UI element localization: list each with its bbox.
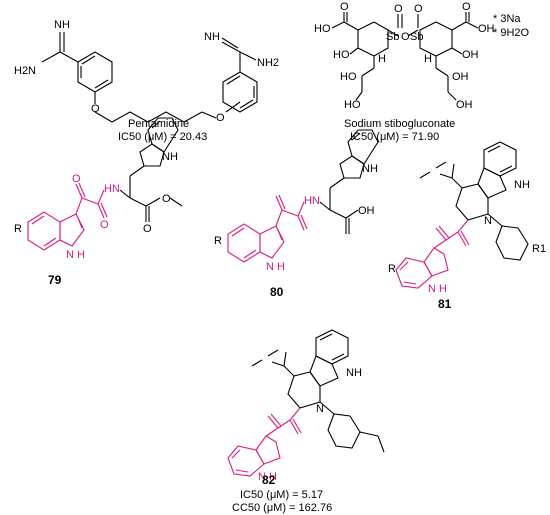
c79-nh-trp: NH — [162, 151, 178, 163]
stib-oh-2: OH — [462, 49, 479, 61]
c80-nh-trp: NH — [362, 163, 378, 175]
c79-o-4: O — [162, 193, 171, 205]
compound-82-structure — [227, 329, 385, 477]
pentamidine-h2n-left: H2N — [14, 65, 36, 77]
c80-oh: OH — [358, 205, 375, 217]
stib-oh-4: OH — [456, 99, 473, 111]
stib-salt-water: * 9H2O — [493, 27, 530, 39]
stib-oh-3: OH — [452, 71, 469, 83]
stib-sb-left: Sb — [386, 31, 399, 43]
stib-o-3: O — [414, 3, 423, 15]
compound-81-structure — [395, 141, 529, 289]
compound-79-structure — [27, 117, 183, 251]
c79-o-2: O — [100, 219, 109, 231]
stib-salt-na: * 3Na — [493, 13, 521, 25]
c79-o-3: O — [143, 223, 152, 235]
stib-h-right: H — [424, 53, 432, 65]
c81-nh-indole: N H — [428, 283, 447, 295]
c80-hn-amide: HN — [304, 195, 320, 207]
c82-cc50: CC50 (μM) = 162.76 — [232, 502, 332, 514]
stib-ho-3: HO — [340, 71, 357, 83]
c81-label: 81 — [438, 297, 452, 311]
compound-80-structure — [227, 129, 379, 263]
c82-nh-ring: NH — [346, 367, 362, 379]
c82-label: 82 — [262, 473, 276, 487]
pentamidine-name: Pentamidine — [128, 118, 189, 130]
stib-oh-1: OH — [478, 23, 495, 35]
stib-ic50: IC50 (μM) = 71.90 — [350, 131, 439, 143]
c80-label: 80 — [270, 285, 284, 299]
stib-ho-1: HO — [314, 23, 331, 35]
stib-o-1: O — [340, 1, 349, 13]
c80-nh-indole: N H — [266, 261, 285, 273]
stibogluconate-structure — [331, 12, 479, 101]
c81-r: R — [388, 263, 396, 275]
stib-ho-2: HO — [333, 49, 350, 61]
c79-nh-indole: N H — [66, 249, 85, 261]
pentamidine-nh2-right: NH2 — [257, 57, 279, 69]
c81-nh-ring: NH — [514, 179, 530, 191]
pentamidine-nh-left: NH — [54, 19, 70, 31]
stib-h-left: H — [378, 53, 386, 65]
c80-r: R — [214, 235, 222, 247]
pentamidine-nh-right: NH — [204, 31, 220, 43]
c79-r: R — [14, 223, 22, 235]
stib-o-4: O — [462, 1, 471, 13]
pentamidine-o-right: O — [216, 112, 225, 124]
c79-label: 79 — [48, 273, 62, 287]
pentamidine-structure — [41, 32, 258, 123]
stib-o-bridge: O — [401, 31, 410, 43]
c82-nh-indole: N H — [258, 471, 277, 483]
c79-hn-amide: HN — [104, 183, 120, 195]
stib-sb-right: Sb — [410, 31, 423, 43]
stib-ho-4: HO — [344, 99, 361, 111]
pentamidine-o-left: O — [91, 103, 100, 115]
c82-n: N — [316, 403, 324, 415]
c81-r1: R1 — [532, 243, 546, 255]
c79-o-1: O — [72, 173, 81, 185]
pentamidine-ic50: IC50 (μM) = 20.43 — [118, 131, 207, 143]
c82-ic50: IC50 (μM) = 5.17 — [240, 489, 323, 501]
stib-name: Sodium stibogluconate — [344, 118, 455, 130]
stib-o-2: O — [394, 3, 403, 15]
c81-n: N — [484, 215, 492, 227]
